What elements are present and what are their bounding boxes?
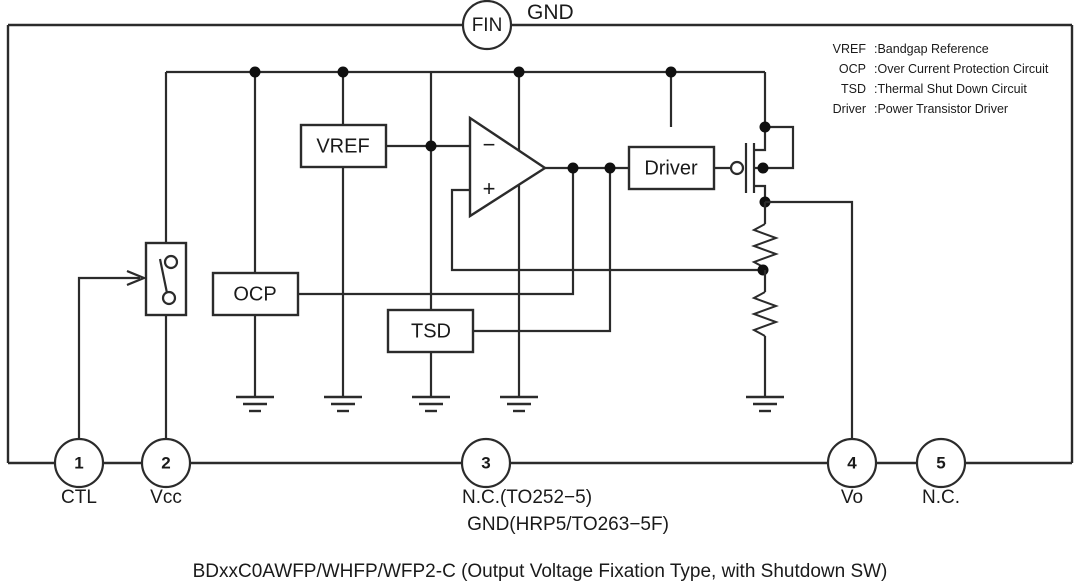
wire-vref-to-opamp [386,140,470,152]
pin-4-label: Vo [841,487,863,508]
shutdown-switch[interactable] [144,241,188,317]
pin-3-label: N.C.(TO252−5) [462,487,592,508]
pin-3[interactable]: 3 N.C.(TO252−5) GND(HRP5/TO263−5F) [460,437,669,535]
pin-5[interactable]: 5 N.C. [915,437,967,508]
vcc-rail-junctions [249,66,677,78]
pin-2-label: Vcc [150,487,182,508]
ground-symbol [412,395,450,413]
gnd-rail-label: GND [527,1,574,24]
legend-value-driver: :Power Transistor Driver [874,102,1008,116]
block-vref[interactable]: VREF [299,123,388,169]
pin-4[interactable]: 4 Vo [826,437,878,508]
divider-tap-junction [757,264,769,276]
legend-key-vref: VREF [833,42,867,56]
pin-fin-label: FIN [472,15,503,36]
legend-value-tsd: :Thermal Shut Down Circuit [874,82,1027,96]
feedback-resistor-upper [751,202,779,270]
block-ocp-label: OCP [233,283,276,305]
block-ocp[interactable]: OCP [211,271,300,317]
diagram-caption: BDxxC0AWFP/WHFP/WFP2-C (Output Voltage F… [193,561,888,582]
package-outline [6,23,1074,465]
pin-5-label: N.C. [922,487,960,508]
ground-symbol [236,395,274,413]
opamp-output-junctions [567,162,616,174]
wire-feedback-to-opamp [450,188,763,272]
block-tsd[interactable]: TSD [386,308,475,354]
ground-symbols [236,395,784,413]
pin-1-label: CTL [61,487,97,508]
wire-ocp-to-output [298,168,575,296]
pin-1[interactable]: 1 CTL [53,437,105,508]
pin-2-number: 2 [161,453,170,472]
pin-4-number: 4 [847,453,857,472]
legend-key-driver: Driver [833,102,866,116]
legend-value-vref: :Bandgap Reference [874,42,989,56]
legend: VREF :Bandgap Reference OCP :Over Curren… [833,42,1049,116]
block-driver[interactable]: Driver [627,145,716,191]
legend-key-tsd: TSD [841,82,866,96]
opamp-minus-input-label: − [483,132,496,157]
feedback-resistor-lower [751,270,779,397]
pin-3-number: 3 [481,453,490,472]
pin-5-number: 5 [936,453,945,472]
error-amplifier[interactable]: − + [468,115,548,219]
block-vref-label: VREF [316,135,369,157]
ground-symbol [746,395,784,413]
ground-symbol [324,395,362,413]
power-mosfet [729,121,795,202]
legend-value-ocp: :Over Current Protection Circuit [874,62,1049,76]
opamp-plus-input-label: + [483,176,496,201]
block-driver-label: Driver [644,157,698,179]
wire-tsd-to-driver [473,168,612,333]
pin-1-number: 1 [74,453,83,472]
ground-symbol [500,395,538,413]
output-node [759,196,854,439]
block-tsd-label: TSD [411,320,451,342]
legend-key-ocp: OCP [839,62,866,76]
ctl-control-line [77,269,147,439]
pin-2[interactable]: 2 Vcc [140,437,192,508]
pin-fin[interactable]: FIN [461,0,513,51]
pin-3-label-secondary: GND(HRP5/TO263−5F) [467,514,669,535]
